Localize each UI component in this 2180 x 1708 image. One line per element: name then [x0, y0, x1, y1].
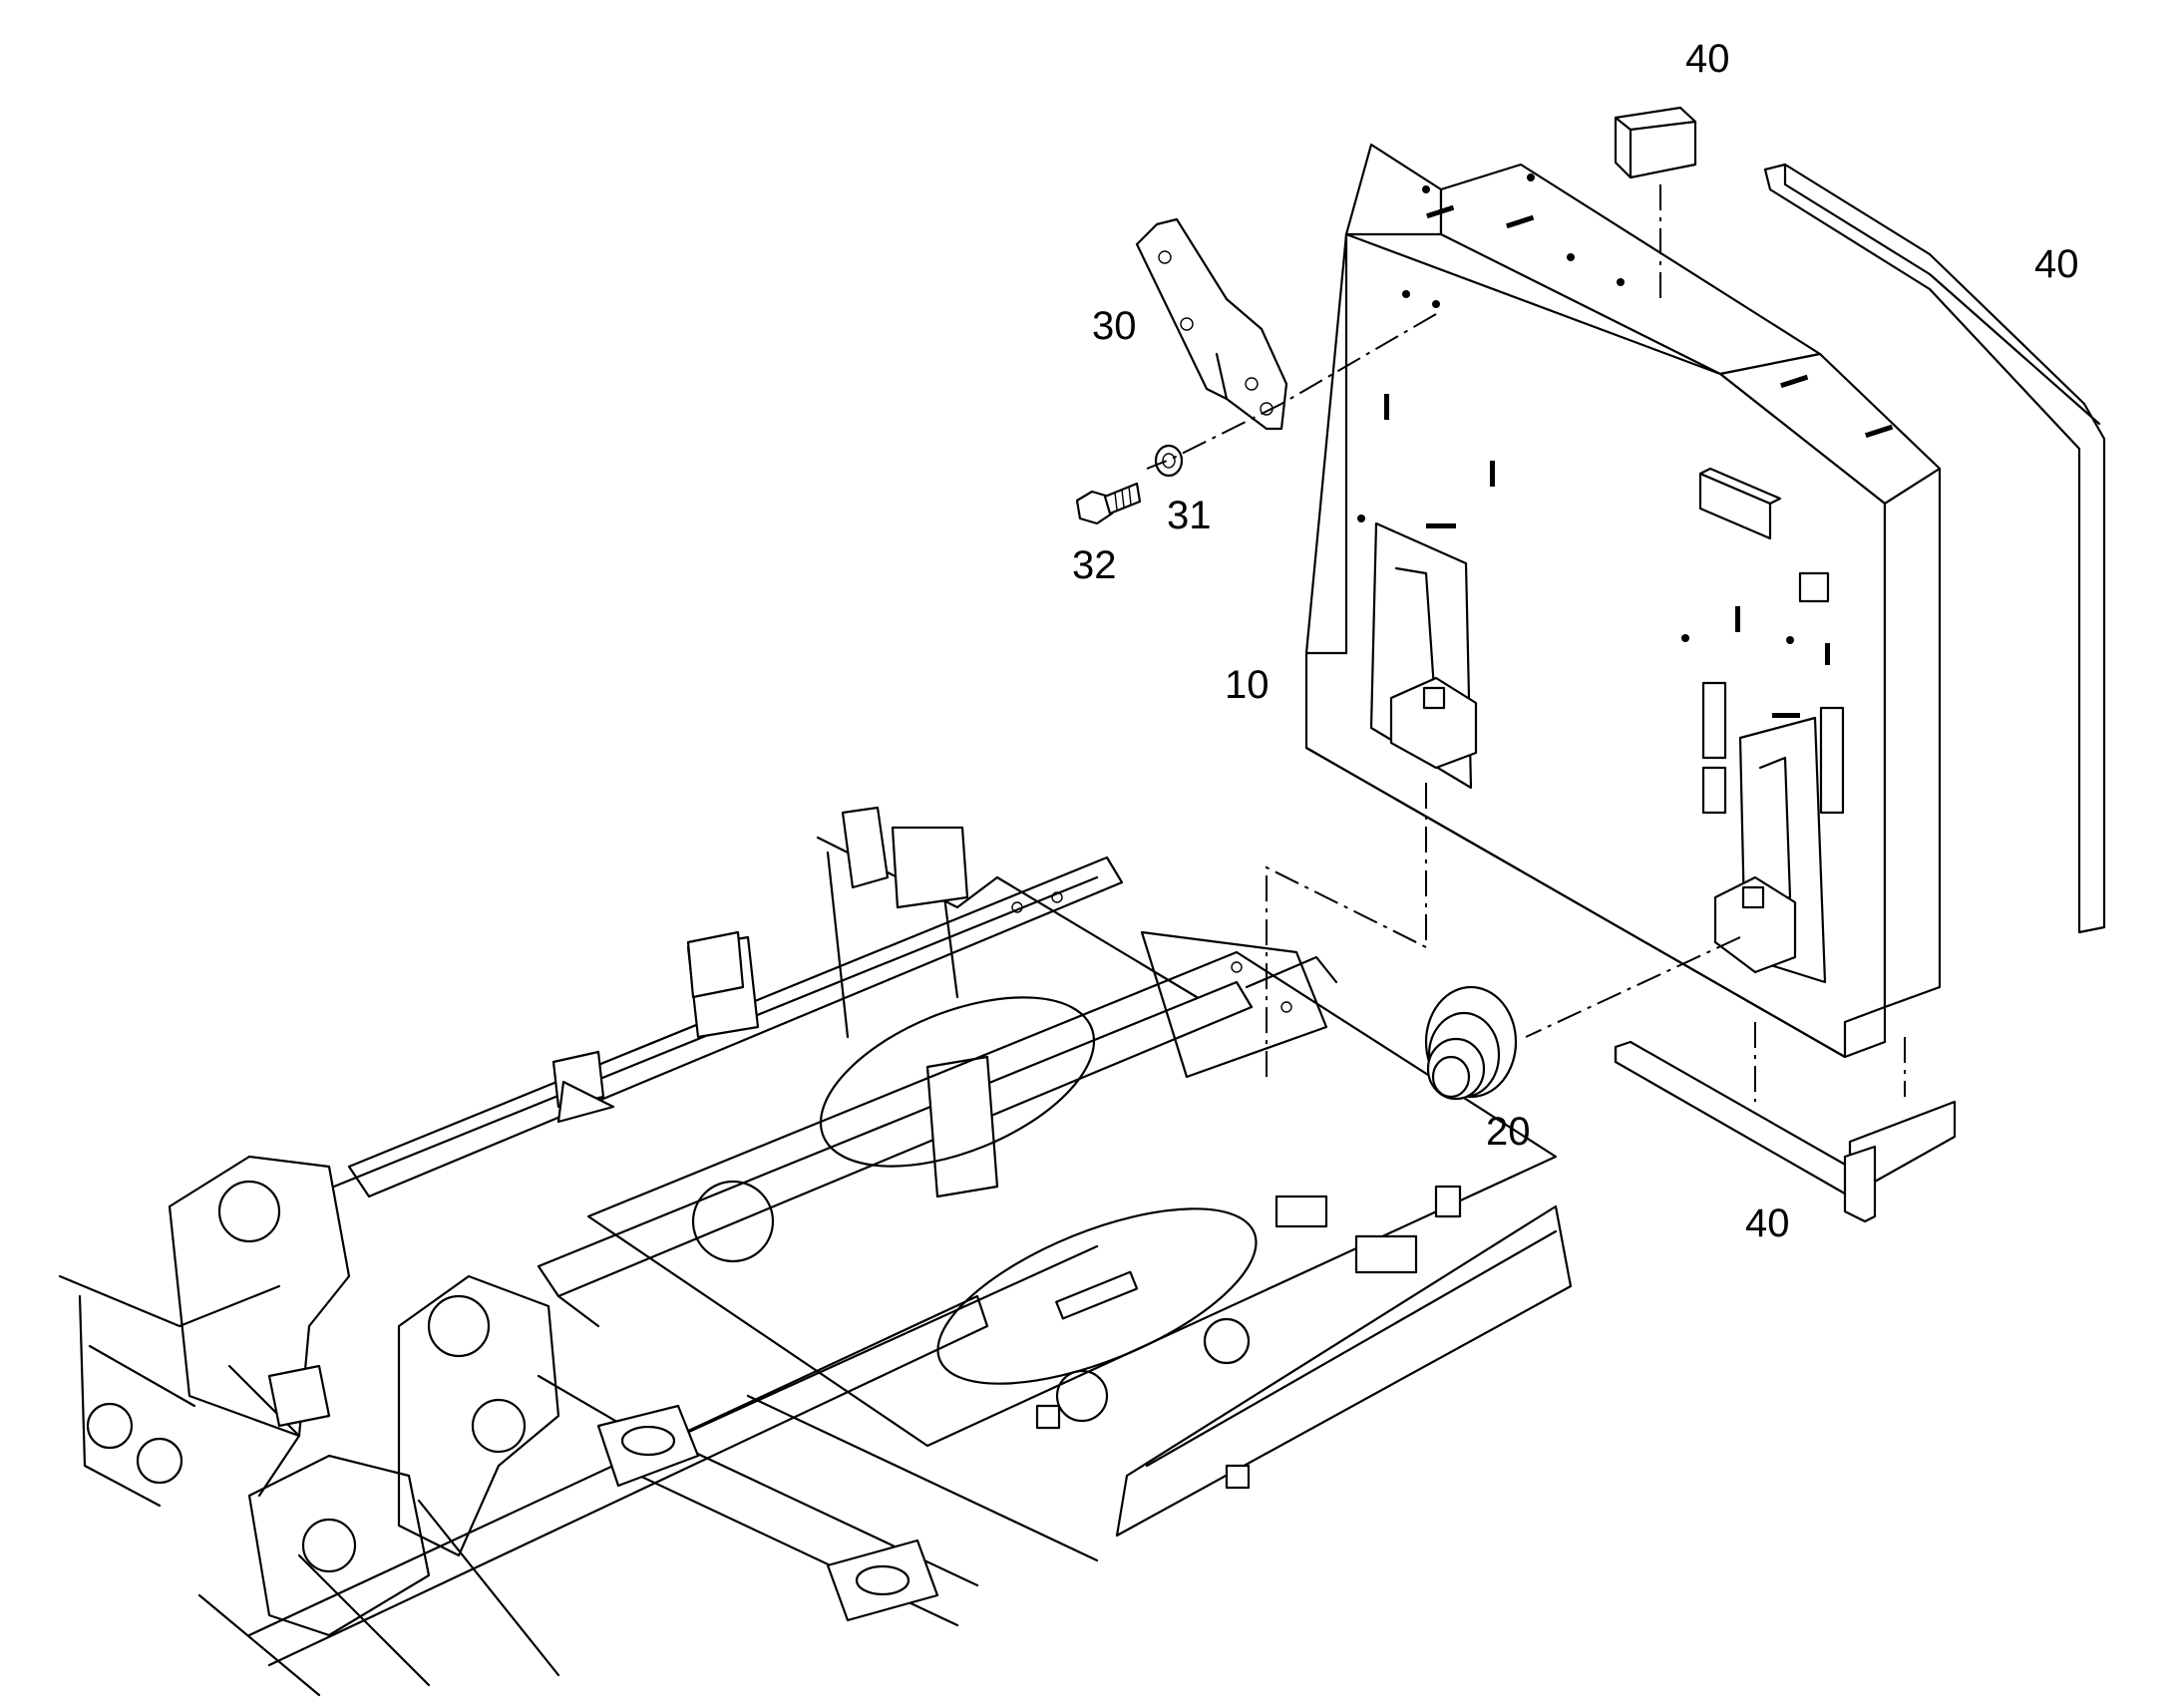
- counterweight-part-10: [1304, 143, 1942, 1059]
- bumper-part-20: [1424, 985, 1518, 1101]
- assembly-centerlines: [1146, 184, 1906, 1102]
- bottom-bar-part-40: [1614, 1040, 1957, 1223]
- callout-32: 32: [1072, 543, 1117, 587]
- washer-part-31: [1154, 444, 1184, 478]
- chassis-frame: [58, 806, 1573, 1697]
- curved-bar-part-40-right: [1763, 163, 2106, 934]
- callout-31: 31: [1167, 494, 1212, 537]
- callout-40-bottom: 40: [1745, 1201, 1790, 1245]
- callout-10: 10: [1225, 663, 1270, 707]
- callout-30: 30: [1092, 304, 1137, 348]
- weight-block-part-40-top: [1614, 106, 1697, 179]
- callout-labels: 10 20 30 31 32 40 40 40: [1072, 37, 2079, 1245]
- bolt-part-32: [1075, 482, 1142, 525]
- callout-40-top: 40: [1685, 37, 1730, 81]
- bracket-part-30: [1135, 217, 1288, 431]
- callout-40-right: 40: [2034, 242, 2079, 286]
- callout-20: 20: [1486, 1110, 1531, 1154]
